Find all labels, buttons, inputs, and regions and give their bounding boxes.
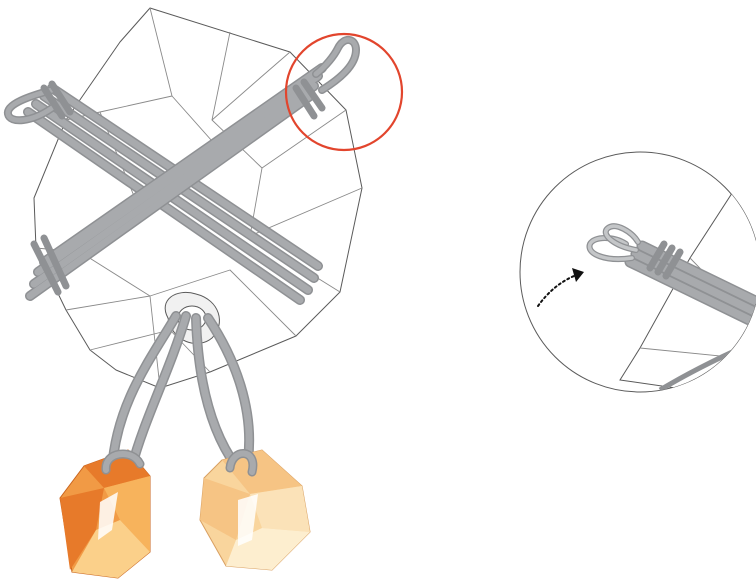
highlight-circle [284, 32, 404, 152]
dotted-arrow-icon [537, 268, 584, 307]
crystal-icon [59, 449, 151, 579]
cord-bundle-over [25, 36, 361, 301]
hanging-cords [107, 311, 255, 475]
crystal-icon [199, 449, 311, 571]
main-illustration [4, 7, 404, 579]
magnifier-circle-icon [519, 151, 756, 393]
